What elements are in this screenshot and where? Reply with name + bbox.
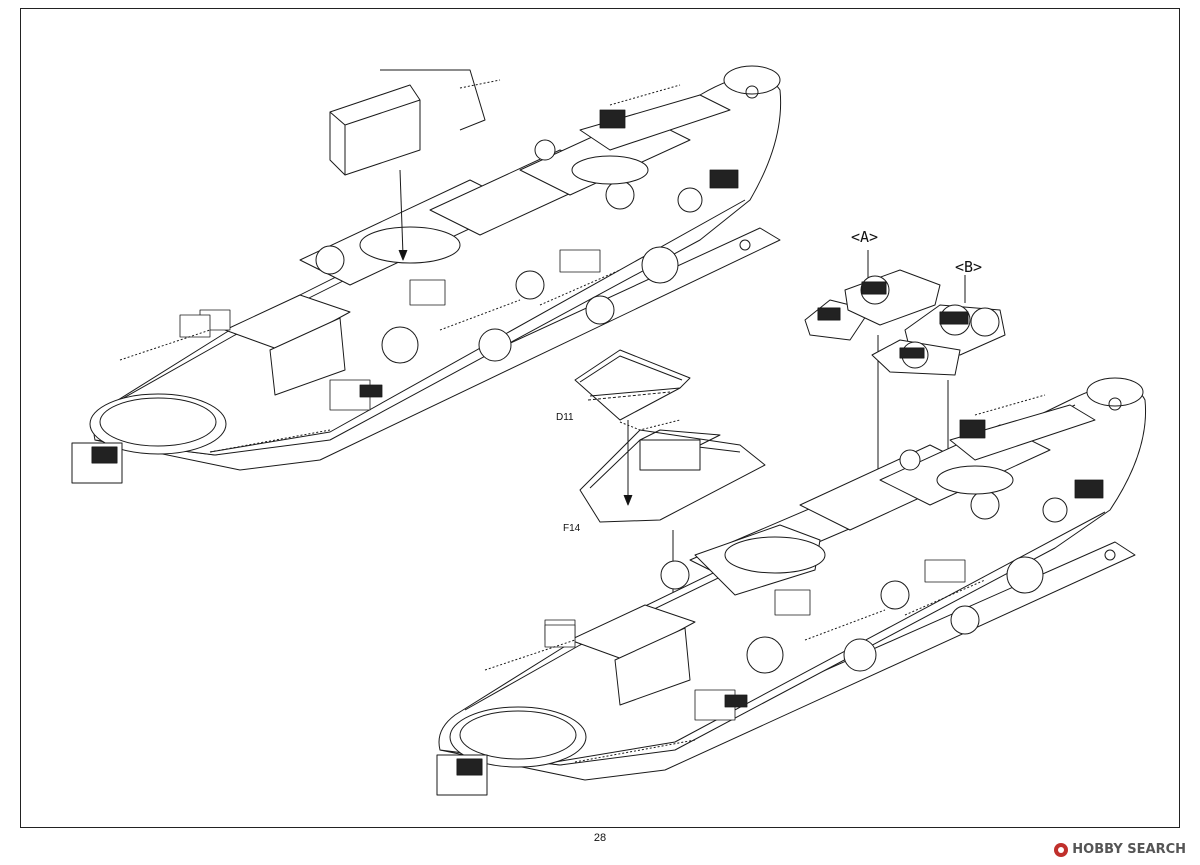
part-d11-drawing [574,349,691,421]
subassembly-b-drawing [871,275,1006,517]
page-number: 28 [593,832,607,844]
lower-ship [436,377,1147,796]
upper-ship [71,65,782,484]
page-frame [20,8,1180,828]
part-d11-label: D11 [556,412,574,423]
subassembly-b-label: <B> [955,258,983,276]
part-f14-label: F14 [563,523,581,534]
part-f14-drawing [579,419,766,523]
subassembly-a-label: <A> [851,228,879,246]
watermark: HOBBY SEARCH [1054,842,1186,857]
subassembly-a-drawing [804,250,941,485]
watermark-logo-icon [1054,842,1069,857]
watermark-text: HOBBY SEARCH [1072,842,1186,857]
